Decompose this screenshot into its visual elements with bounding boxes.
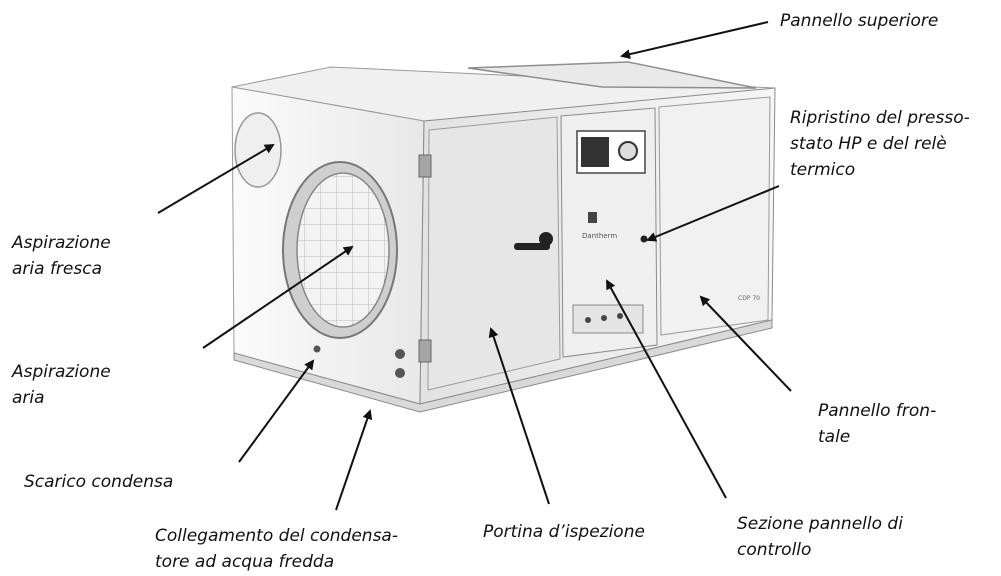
condenser-port-2 xyxy=(395,368,405,378)
front-panel xyxy=(658,96,771,336)
label-line: tale xyxy=(818,427,851,447)
label-line: aria xyxy=(12,388,45,408)
connector-3 xyxy=(617,313,623,319)
label-line: Collegamento del condensa- xyxy=(155,526,398,546)
label-line: Pannello fron- xyxy=(818,401,937,421)
drain-port xyxy=(313,345,321,353)
label-line: termico xyxy=(790,160,856,180)
arrow-aspirazione-fresca xyxy=(157,143,275,214)
hinge-top-icon xyxy=(418,154,432,178)
label-portina: Portina d’ispezione xyxy=(483,519,645,545)
label-pannello-frontale: Pannello fron- tale xyxy=(818,398,936,450)
arrow-scarico xyxy=(238,359,315,463)
model-text: CDP 70 xyxy=(738,295,760,302)
arrow-collegamento xyxy=(335,409,373,511)
door-handle-icon xyxy=(514,232,553,250)
arrow-ripristino xyxy=(646,185,780,242)
hinge-bottom-icon xyxy=(418,339,432,363)
arrow-pannello-superiore xyxy=(620,21,769,60)
base-rail xyxy=(233,319,773,413)
fresh-air-inlet xyxy=(234,112,282,188)
label-aspirazione-aria-fresca: Aspirazione aria fresca xyxy=(12,230,111,282)
label-collegamento: Collegamento del condensa- tore ad acqua… xyxy=(155,523,398,575)
label-line: Portina d’ispezione xyxy=(483,522,645,542)
top-cover-plate xyxy=(467,61,757,89)
label-line: tore ad acqua fredda xyxy=(155,552,335,572)
label-line: aria fresca xyxy=(12,259,103,279)
air-intake-filter xyxy=(296,172,390,328)
brand-logo-icon xyxy=(588,212,597,223)
connector-2 xyxy=(601,315,607,321)
label-pannello-superiore: Pannello superiore xyxy=(780,8,938,34)
label-sezione-pannello: Sezione pannello di controllo xyxy=(737,511,903,563)
label-ripristino: Ripristino del presso- stato HP e del re… xyxy=(790,105,970,183)
control-display-screen xyxy=(581,137,609,167)
connector-1 xyxy=(585,317,591,323)
label-line: controllo xyxy=(737,540,812,560)
arrow-aspirazione-aria xyxy=(202,245,354,349)
label-line: Scarico condensa xyxy=(24,472,174,492)
brand-text: Dantherm xyxy=(582,232,617,240)
arrow-sezione-pannello xyxy=(606,279,727,499)
connector-strip xyxy=(572,304,644,334)
control-dial-icon xyxy=(618,141,638,161)
label-line: Pannello superiore xyxy=(780,11,939,31)
label-line: Ripristino del presso- xyxy=(790,108,970,128)
condenser-port-1 xyxy=(395,349,405,359)
label-line: Sezione pannello di xyxy=(737,514,903,534)
label-line: Aspirazione xyxy=(12,233,111,253)
label-scarico-condensa: Scarico condensa xyxy=(24,469,173,495)
arrow-pannello-frontale xyxy=(699,295,792,392)
inspection-door xyxy=(427,116,561,391)
arrow-portina xyxy=(488,327,550,505)
label-line: Aspirazione xyxy=(12,362,111,382)
reset-button xyxy=(640,235,648,243)
label-aspirazione-aria: Aspirazione aria xyxy=(12,359,111,411)
label-line: stato HP e del relè xyxy=(790,134,947,154)
